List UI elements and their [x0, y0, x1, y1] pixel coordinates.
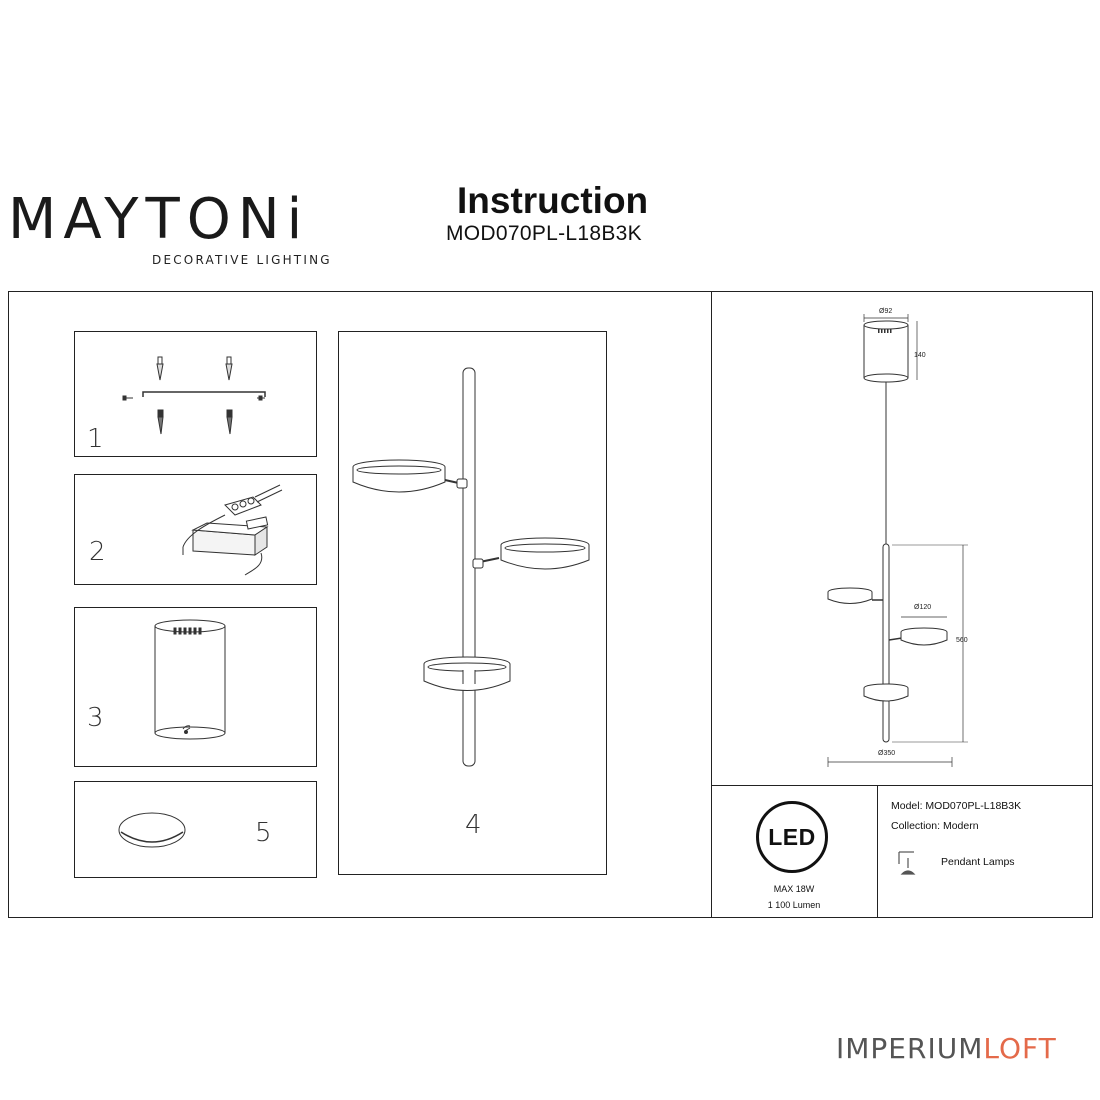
assembled-lamp-illustration — [352, 367, 590, 767]
dimension-drawing — [827, 314, 968, 767]
step-2-panel: 2 — [74, 474, 317, 585]
watermark-part1: IMPERIUM — [836, 1032, 984, 1065]
step-1-panel: 1 — [74, 331, 317, 457]
screws-mounting-bracket-illustration — [122, 356, 266, 435]
frame-divider-vertical — [711, 291, 712, 918]
step-number: 5 — [255, 818, 272, 848]
driver-wiring-illustration — [182, 484, 283, 576]
canopy-diameter-label: Ø92 — [879, 308, 893, 315]
step-number: 1 — [87, 424, 104, 454]
led-badge-text: LED — [768, 823, 816, 850]
step-number: 3 — [87, 703, 104, 733]
frame-divider-horizontal — [711, 785, 1093, 786]
led-power: MAX 18W — [773, 884, 815, 894]
canopy-height-label: 140 — [914, 352, 926, 359]
spec-type: Pendant Lamps — [941, 856, 1015, 868]
led-badge: LED — [756, 801, 828, 873]
document-model-code: MOD070PL-L18B3K — [446, 222, 642, 245]
led-lumen: 1 100 Lumen — [767, 900, 821, 910]
brand-tagline: DECORATIVE LIGHTING — [152, 253, 332, 267]
spec-collection: Collection: Modern — [891, 820, 979, 832]
frame-divider-info — [877, 785, 878, 918]
step-number: 2 — [89, 537, 106, 567]
canopy-illustration — [154, 619, 226, 740]
spec-model: Model: MOD070PL-L18B3K — [891, 800, 1022, 812]
disc-diffuser-illustration — [118, 812, 186, 848]
pendant-lamp-icon — [898, 851, 916, 875]
disc-diameter-label: Ø120 — [914, 604, 932, 611]
step-number: 4 — [465, 810, 482, 840]
step-4-panel: 4 — [338, 331, 607, 875]
brand-name: MAYTONi — [8, 187, 310, 252]
overall-width-label: Ø350 — [878, 750, 896, 757]
brand-logo: MAYTONi — [8, 192, 309, 248]
instruction-sheet-frame — [8, 291, 1093, 918]
watermark-logo: IMPERIUMLOFT — [836, 1032, 1057, 1065]
document-title: Instruction — [457, 180, 649, 221]
watermark-part2: LOFT — [983, 1032, 1057, 1065]
step-5-panel: 5 — [74, 781, 317, 878]
step-3-panel: 3 — [74, 607, 317, 767]
rod-length-label: 560 — [956, 637, 968, 644]
